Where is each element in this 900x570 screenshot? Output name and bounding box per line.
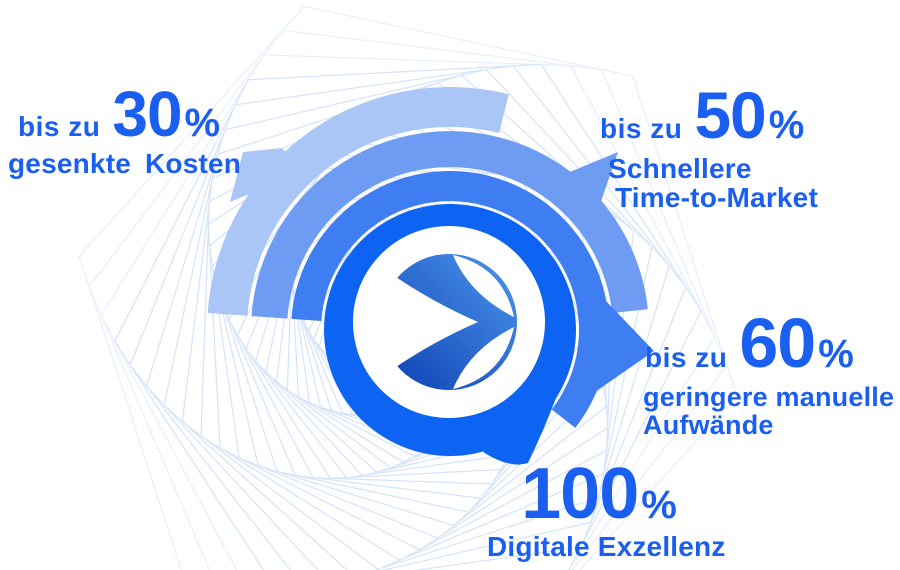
stat-digital-label: Digitale Exzellenz	[487, 531, 726, 563]
stat-kosten-headline: bis zu 30 %	[18, 78, 241, 150]
stat-kosten-label: gesenkte Kosten	[8, 148, 242, 179]
stat-block-kosten: bis zu 30 % gesenkte Kosten	[8, 78, 242, 179]
stat-aufwand-unit: %	[818, 332, 854, 376]
stat-time-label-1: Schnellere	[608, 153, 752, 184]
stat-block-time: bis zu 50 % Schnellere Time-to-Market	[600, 78, 818, 213]
stat-kosten-unit: %	[184, 101, 221, 145]
stat-aufwand-headline: bis zu 60 %	[645, 304, 894, 382]
stat-kosten-prefix: bis zu	[18, 111, 101, 142]
stat-time-unit: %	[768, 103, 805, 147]
stat-digital-unit: %	[641, 483, 677, 527]
brand-bubble-icon	[324, 204, 576, 465]
stat-kosten-value: 30	[112, 78, 182, 150]
ring-outer-arrow-icon	[230, 148, 302, 202]
stat-time-value: 50	[694, 78, 766, 152]
logo-cone-shape	[369, 273, 478, 371]
stat-time-label-2: Time-to-Market	[615, 182, 818, 213]
bubble-tail	[483, 398, 556, 465]
stat-time-headline: bis zu 50 %	[600, 78, 818, 152]
stat-aufwand-label-1: geringere manuelle	[643, 382, 895, 412]
stat-aufwand-label-2: Aufwände	[643, 410, 774, 440]
stat-digital-headline: 100 %	[487, 454, 711, 534]
ring-inner-arc	[291, 171, 610, 428]
stat-aufwand-prefix: bis zu	[645, 342, 728, 373]
logo-leaf-top-shape	[453, 255, 514, 317]
ring-middle-arc	[251, 131, 648, 319]
stat-digital-value: 100	[521, 454, 639, 534]
stat-time-prefix: bis zu	[600, 113, 683, 144]
ring-outer-arc	[207, 86, 509, 316]
stat-block-aufwand: bis zu 60 % geringere manuelle Aufwände	[643, 304, 895, 440]
ring-middle-arrow-icon	[560, 152, 618, 210]
stat-aufwand-value: 60	[739, 304, 816, 382]
ring-inner-arrow-icon	[595, 300, 654, 392]
stat-block-digital: 100 % Digitale Exzellenz	[487, 454, 726, 563]
logo-leaf-bottom-shape	[453, 327, 514, 389]
